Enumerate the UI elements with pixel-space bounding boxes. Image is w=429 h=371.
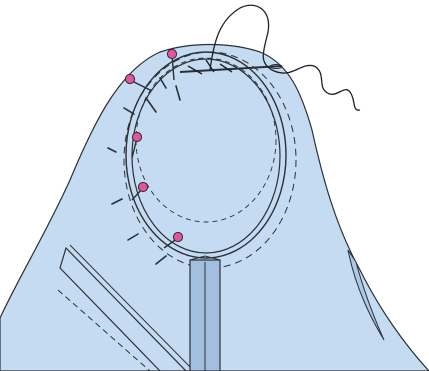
tack-marks	[107, 77, 181, 265]
pin-icon	[131, 181, 149, 201]
neck-stitch-line	[123, 51, 297, 269]
placket-top	[189, 255, 221, 261]
lapel-stitch-line	[57, 289, 151, 371]
fabric-fold-shadow	[347, 249, 385, 341]
neck-opening-inner	[131, 58, 281, 254]
pin-icon	[163, 231, 184, 249]
pin-icon	[131, 131, 143, 159]
lapel-edge-line	[69, 244, 195, 371]
stitch-crossings	[187, 59, 233, 75]
pin-icon	[166, 48, 178, 81]
thread-icon	[209, 4, 361, 111]
pin-icon-group	[124, 48, 184, 249]
left-lapel	[59, 246, 187, 371]
pin-icon	[124, 73, 151, 91]
